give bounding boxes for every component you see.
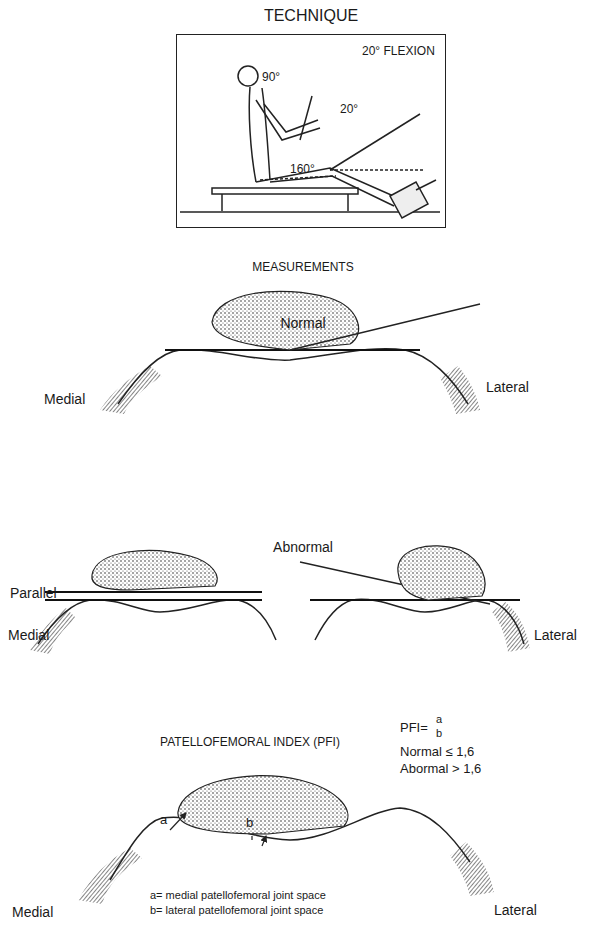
section-heading: MEASUREMENTS [252,260,353,275]
fraction-numerator: a [436,712,442,727]
panel-frame [176,34,446,228]
figure-title: Normal [280,316,325,331]
normal-range: Normal ≤ 1,6 [400,744,474,759]
side-label: Lateral [494,903,537,918]
side-label: Medial [12,905,53,920]
section-heading: TECHNIQUE [264,8,358,23]
pfi-knee [78,776,494,904]
legend-note: a= medial patellofemoral joint space [150,888,326,903]
space-label: a [160,812,167,827]
formula: PFI= [400,720,428,735]
abnormal-range: Abormal > 1,6 [400,761,481,776]
line-label: Parallel [10,586,57,601]
section-heading: PATELLOFEMORAL INDEX (PFI) [160,735,340,750]
side-label: Lateral [534,628,577,643]
side-label: Medial [44,392,85,407]
legend-note: b= lateral patellofemoral joint space [150,903,323,918]
figure-title: Abnormal [273,540,333,555]
normal-knee [100,291,480,414]
space-label: b [246,815,253,830]
angle-label: 20° [340,102,358,117]
seated-figure [180,66,440,218]
abnormal-tilted-knee [300,546,530,652]
abnormal-parallel-knee [30,550,276,654]
fraction-denominator: b [436,726,442,741]
angle-label: 160° [290,162,315,177]
angle-label: 20° FLEXION [362,44,435,59]
technique-panel: TECHNIQUE 20° FLEXION 90° 20° 160° [176,4,446,228]
side-label: Medial [8,628,49,643]
side-label: Lateral [486,380,529,395]
angle-label: 90° [262,70,280,85]
